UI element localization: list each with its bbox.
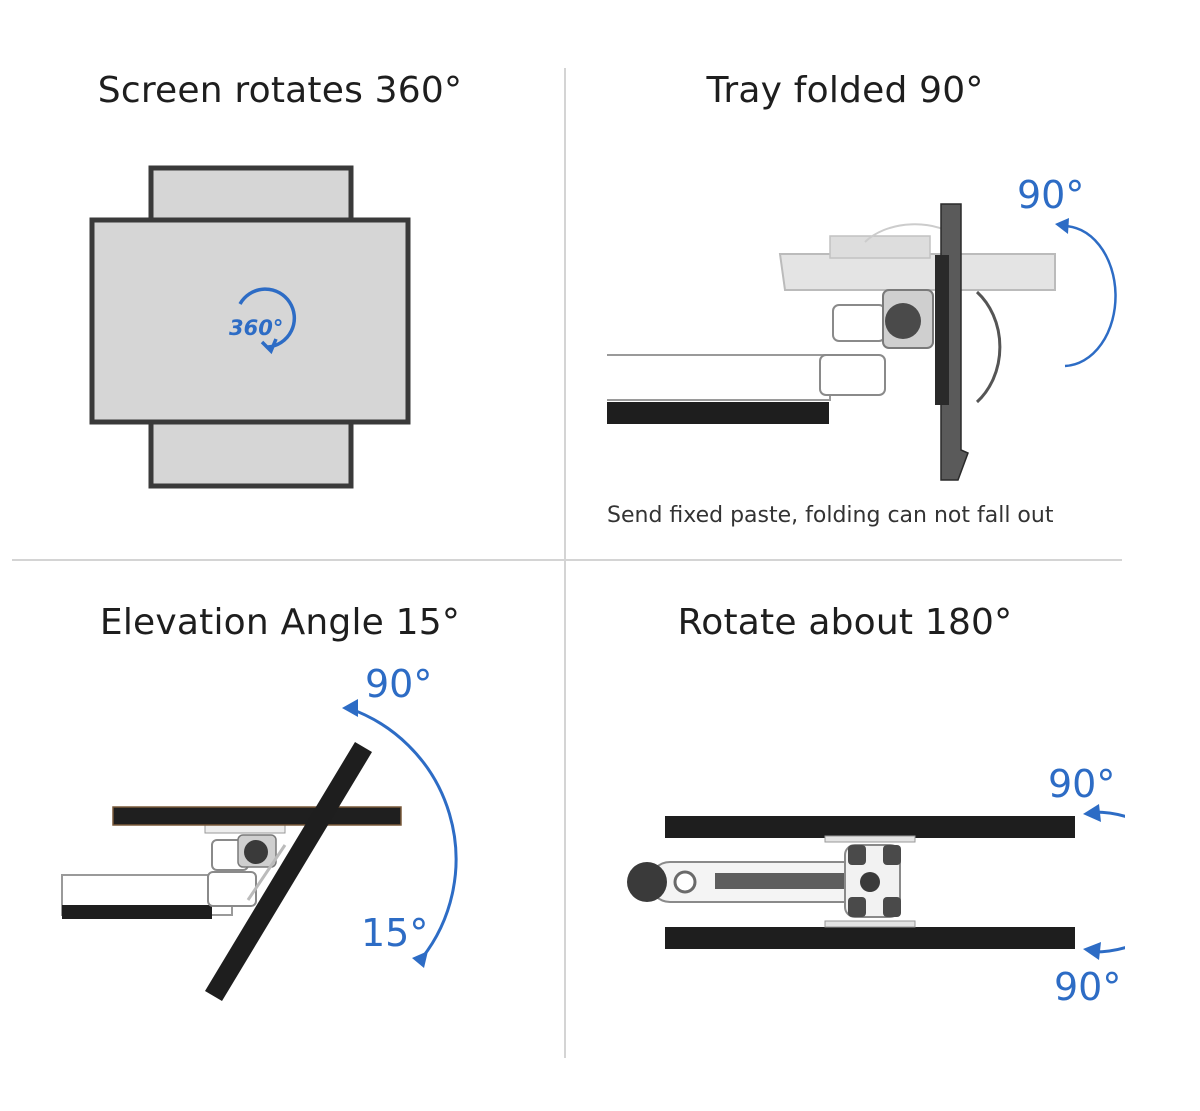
tray-caption: Send fixed paste, folding can not fall o… (607, 503, 1054, 528)
panel-rotate-180: Rotate about 180° 90° 90° (565, 560, 1125, 1100)
rotation-badge: 360° (229, 316, 283, 340)
knob (244, 840, 268, 864)
joint-lower (207, 871, 257, 907)
hinge-bracket (935, 255, 949, 405)
arc-arrowhead-top (342, 699, 358, 717)
rotation-top-label: 90° (1048, 762, 1115, 806)
fold-angle-label: 90° (1017, 173, 1084, 217)
arc-arrowhead-bottom (1083, 942, 1101, 960)
panel-tray-folded: Tray folded 90° 90° Send fixed paste, fo… (565, 0, 1125, 540)
rotation-arc (1092, 810, 1125, 954)
rotation-bottom-label: 90° (1054, 965, 1121, 1009)
rotation-180-diagram: 90° 90° (627, 762, 1125, 1009)
vertical-divider (564, 68, 566, 1058)
tray-base (607, 402, 829, 424)
fold-arc (1061, 224, 1117, 368)
screen-rotation-diagram: 360° (89, 165, 411, 489)
arm-base (62, 905, 212, 919)
elevation-top-label: 90° (365, 662, 432, 706)
arm-end-knob (627, 862, 667, 902)
keyboard-ghost (829, 235, 931, 259)
knob (885, 303, 921, 339)
panel-title: Elevation Angle 15° (99, 602, 461, 643)
panel-screen-rotates: Screen rotates 360° 360° (0, 0, 560, 540)
arc-arrowhead-bottom (412, 951, 428, 968)
arc-arrowhead-top (1083, 804, 1101, 822)
arm-slot (715, 873, 845, 889)
panel-elevation-angle: Elevation Angle 15° 90° 15° (0, 560, 560, 1100)
tilted-screen (205, 742, 372, 1001)
elevation-arc (347, 706, 458, 959)
tray-top (665, 816, 1075, 838)
joint-lower (819, 354, 886, 396)
joint-upper (832, 304, 886, 342)
folded-tray-ghost (778, 253, 1056, 291)
elevation-diagram: 90° 15° (61, 662, 458, 1001)
arm-body (607, 354, 831, 401)
panel-title: Rotate about 180° (677, 602, 1013, 643)
tray-fold-diagram: 90° (607, 173, 1117, 481)
center-knob (860, 872, 880, 892)
fold-arrowhead (1055, 218, 1069, 234)
tray-bottom (665, 927, 1075, 949)
landscape-screen (89, 217, 411, 425)
horizontal-divider (12, 559, 1122, 561)
panel-title: Screen rotates 360° (97, 70, 463, 111)
tray-board (112, 806, 402, 826)
rotate-360-icon (238, 287, 297, 355)
panel-title: Tray folded 90° (706, 70, 984, 111)
elevation-bottom-label: 15° (361, 911, 428, 955)
